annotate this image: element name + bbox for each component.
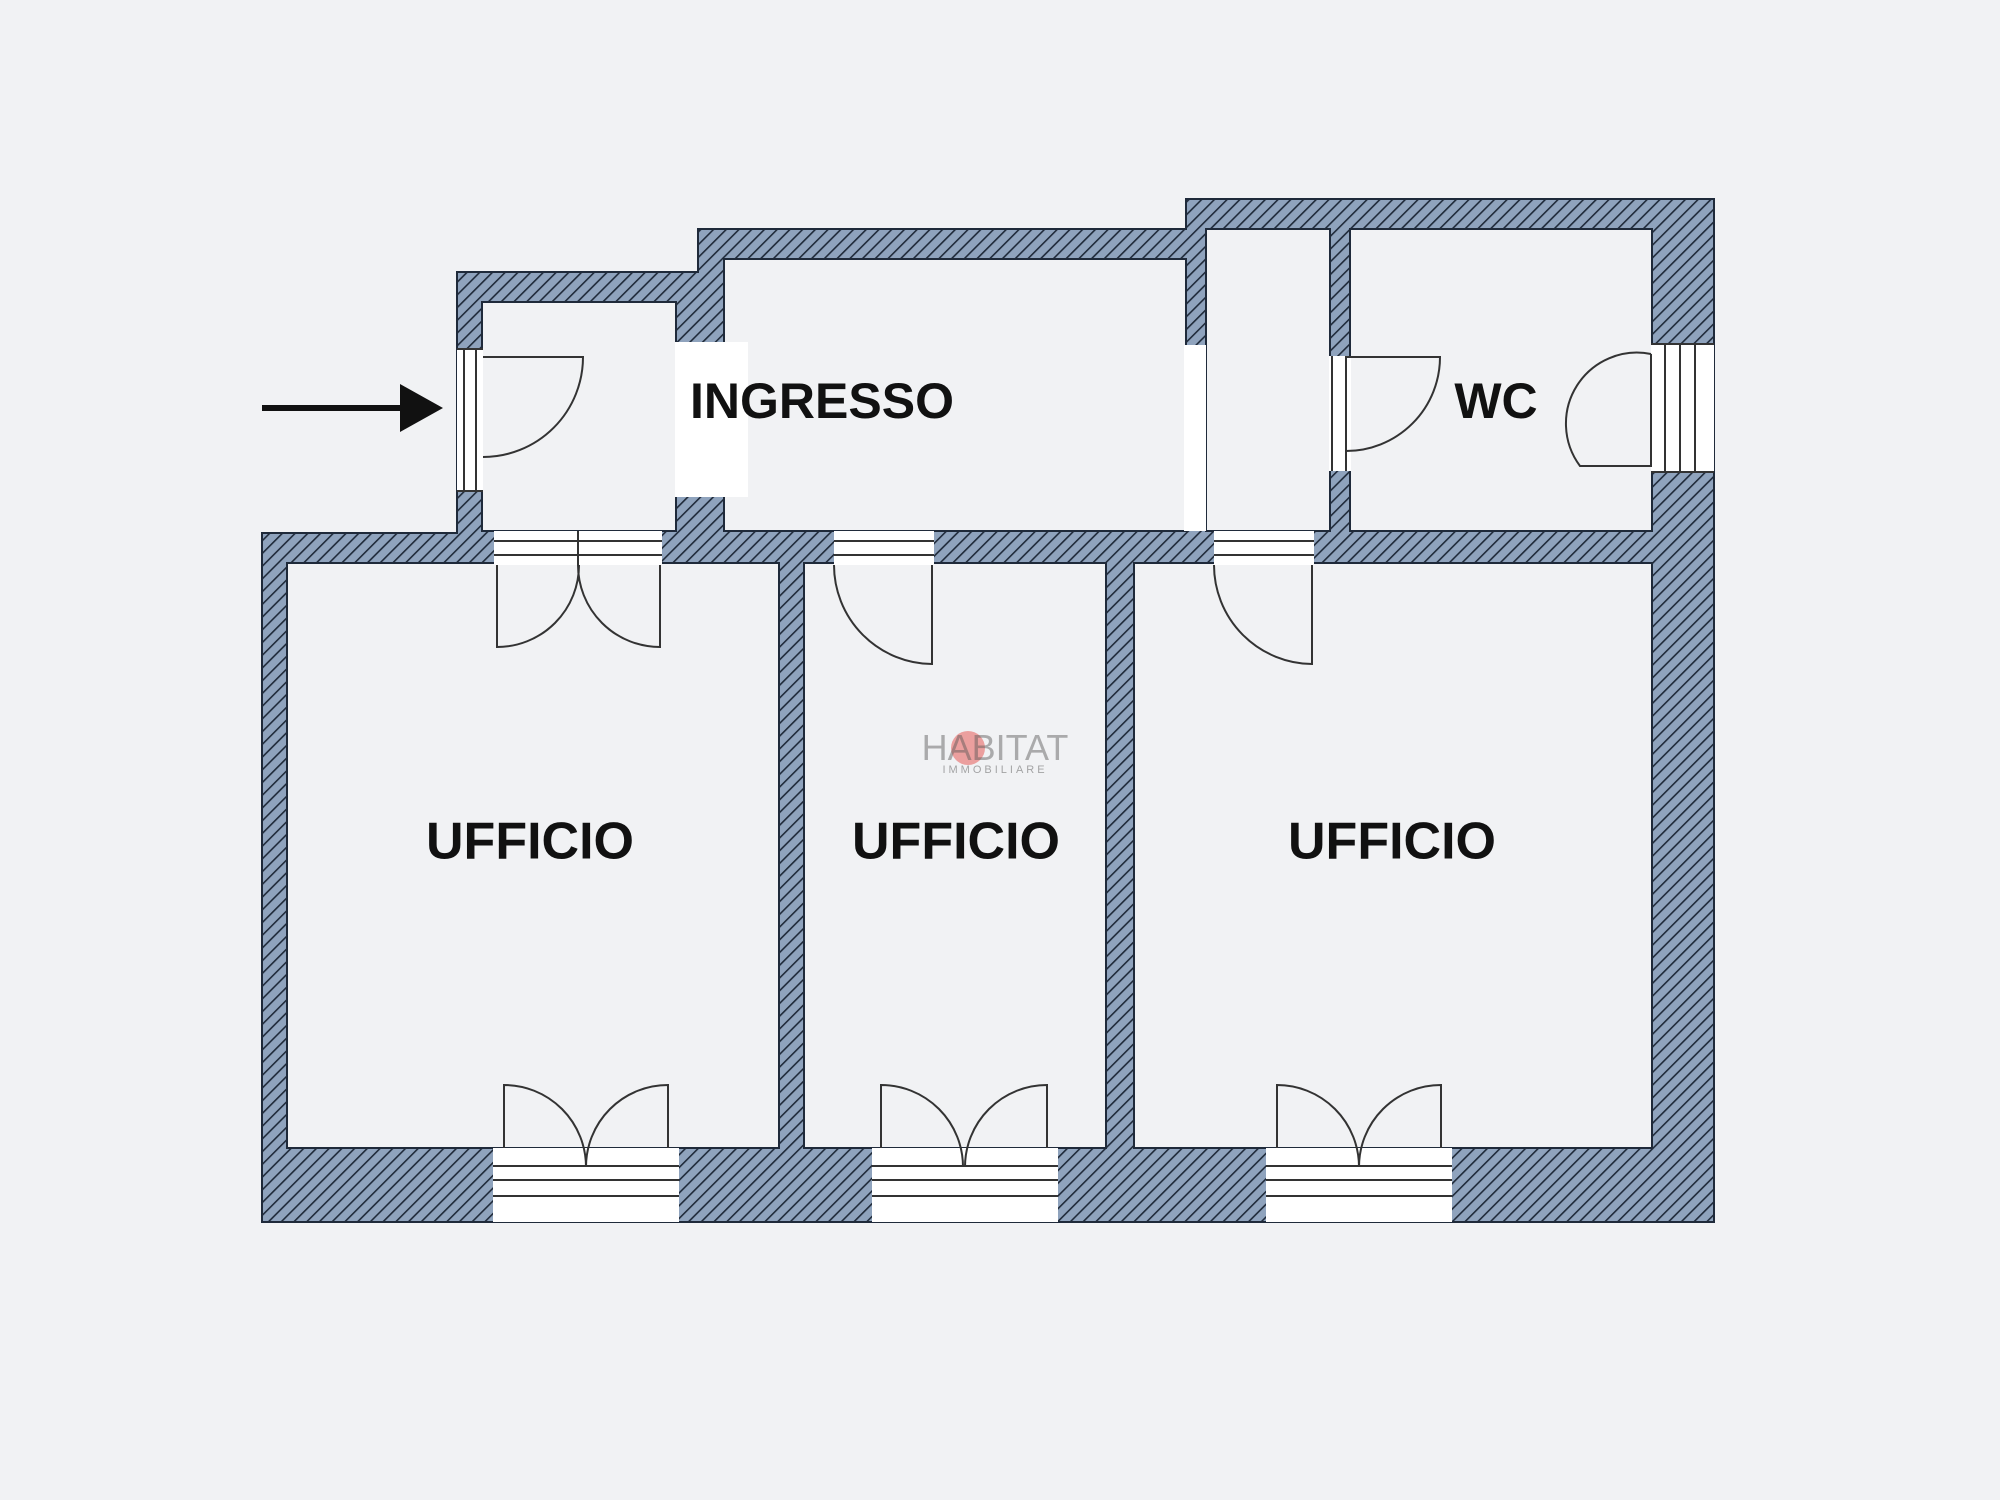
room-ufficio-right: [1133, 562, 1653, 1149]
logo-accent-mark: [951, 731, 985, 765]
door-swings: [482, 351, 1652, 1168]
room-corridor: [1205, 228, 1331, 532]
opening-entry-door: [457, 349, 483, 491]
opening-vestibule-ingresso: [675, 342, 748, 497]
room-ufficio-left: [286, 562, 780, 1149]
door-swing-left-b: [577, 564, 661, 649]
opening-ingresso-corridor: [1184, 345, 1206, 531]
room-wc: [1349, 228, 1653, 532]
opening-door-center: [834, 531, 934, 565]
room-ufficio-center: [803, 562, 1107, 1149]
door-swing-entry: [482, 356, 585, 458]
room-ingresso: [723, 258, 1187, 532]
window-swing-right-b: [1358, 1083, 1442, 1168]
logo-name: HABITAT: [922, 727, 1069, 768]
room-label-ufficio-center: UFFICIO: [852, 813, 1060, 871]
door-swing-left-a: [496, 564, 580, 649]
room-label-ingresso: INGRESSO: [690, 373, 954, 429]
room-interiors: [286, 228, 1653, 1149]
logo-subtitle: IMMOBILIARE: [942, 764, 1047, 776]
window-swing-center-a: [880, 1083, 964, 1168]
habitat-logo: HABITAT IMMOBILIARE: [922, 727, 1069, 776]
door-swing-wc-window: [1564, 351, 1652, 467]
opening-wc-window: [1651, 344, 1714, 472]
door-swing-center: [833, 564, 933, 666]
door-swing-wc: [1345, 356, 1442, 452]
entrance-arrow-icon: [262, 384, 443, 432]
window-swing-left-a: [503, 1083, 587, 1168]
room-label-ufficio-left: UFFICIO: [426, 813, 634, 871]
door-swing-right: [1213, 564, 1313, 666]
window-swing-right-a: [1276, 1083, 1360, 1168]
window-swing-center-b: [964, 1083, 1048, 1168]
room-label-wc: WC: [1454, 373, 1537, 429]
window-swing-left-b: [585, 1083, 669, 1168]
room-entry-vestibule: [481, 301, 677, 532]
opening-door-right: [1214, 531, 1314, 565]
room-label-ufficio-right: UFFICIO: [1288, 813, 1496, 871]
